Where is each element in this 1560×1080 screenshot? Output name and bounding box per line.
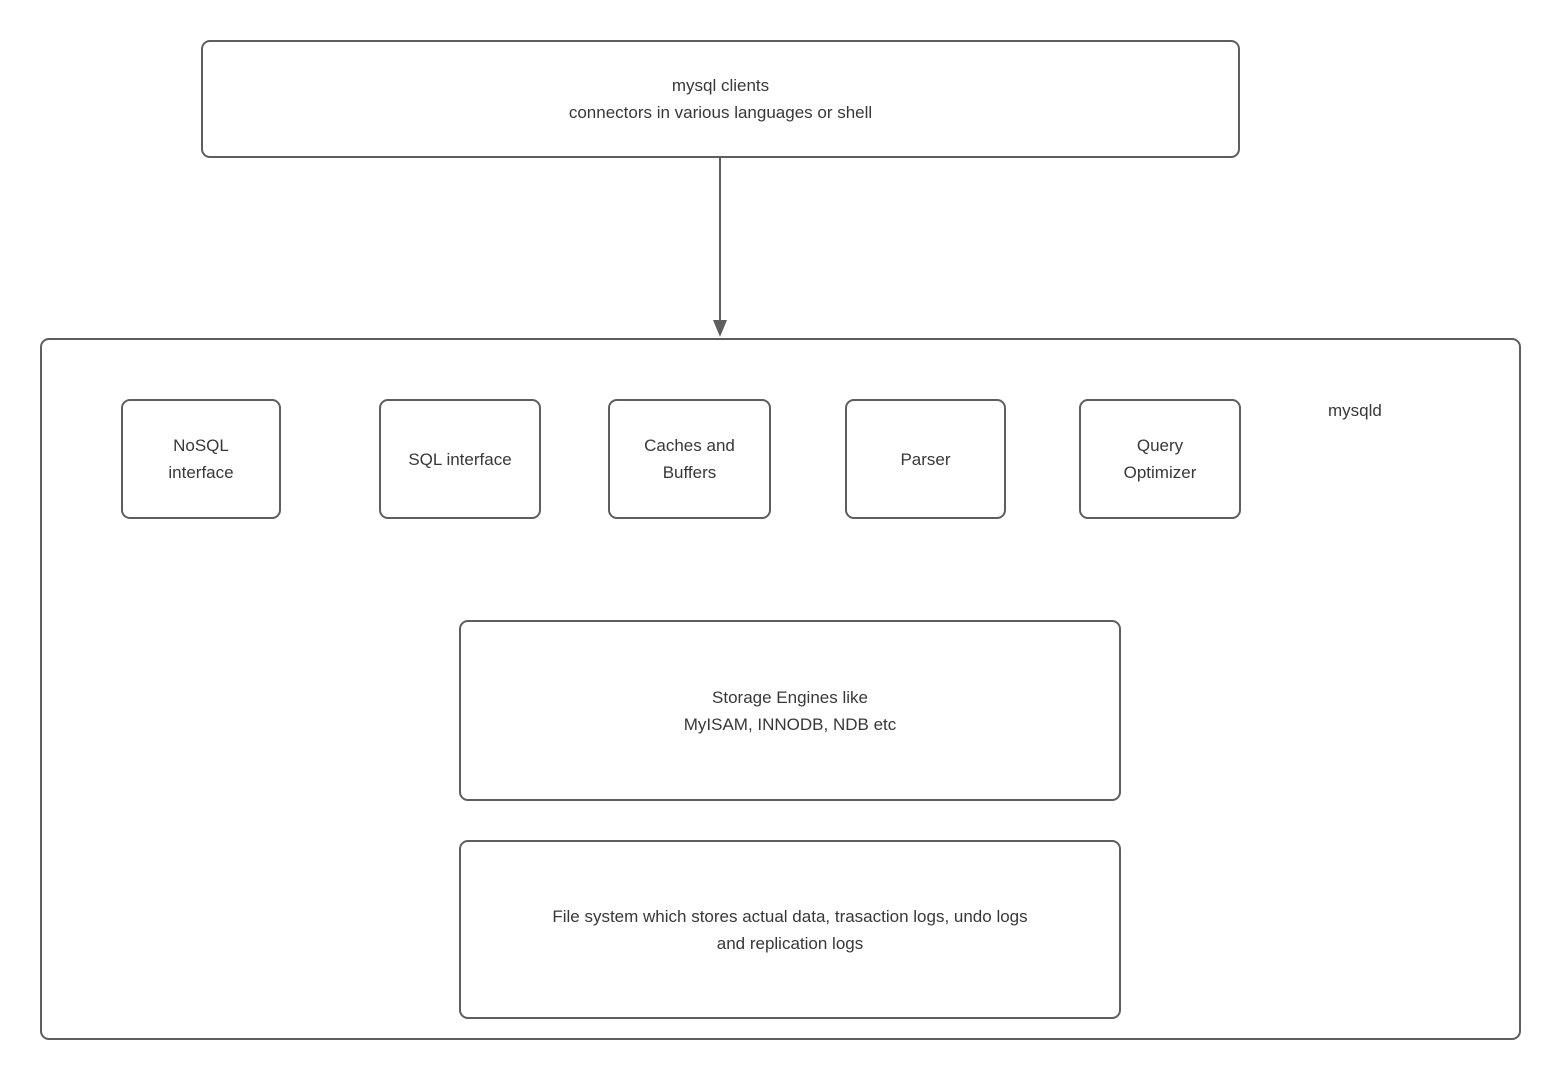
file-system-box: File system which stores actual data, tr… [459,840,1121,1019]
component-box-parser: Parser [845,399,1006,519]
mysqld-title: mysqld [1328,401,1382,420]
component-label: SQL interface [408,449,512,469]
storage-engines-label: Storage Engines like MyISAM, INNODB, NDB… [683,687,897,734]
component-label: NoSQL interface [168,436,234,482]
mysql-clients-box: mysql clients connectors in various lang… [201,40,1240,158]
storage-engines-box: Storage Engines like MyISAM, INNODB, NDB… [459,620,1121,801]
mysql-clients-label: mysql clients connectors in various lang… [568,76,873,122]
arrow-head-icon [713,320,727,337]
component-box-nosql-interface: NoSQL interface [121,399,281,519]
component-label: Parser [900,449,951,469]
arrow-clients-to-mysqld [712,158,728,338]
file-system-label: File system which stores actual data, tr… [552,906,1028,953]
component-label: Query Optimizer [1123,436,1197,482]
component-box-query-optimizer: Query Optimizer [1079,399,1241,519]
component-box-sql-interface: SQL interface [379,399,541,519]
arrow-shaft [719,158,721,324]
component-box-caches-buffers: Caches and Buffers [608,399,771,519]
component-label: Caches and Buffers [644,436,735,482]
